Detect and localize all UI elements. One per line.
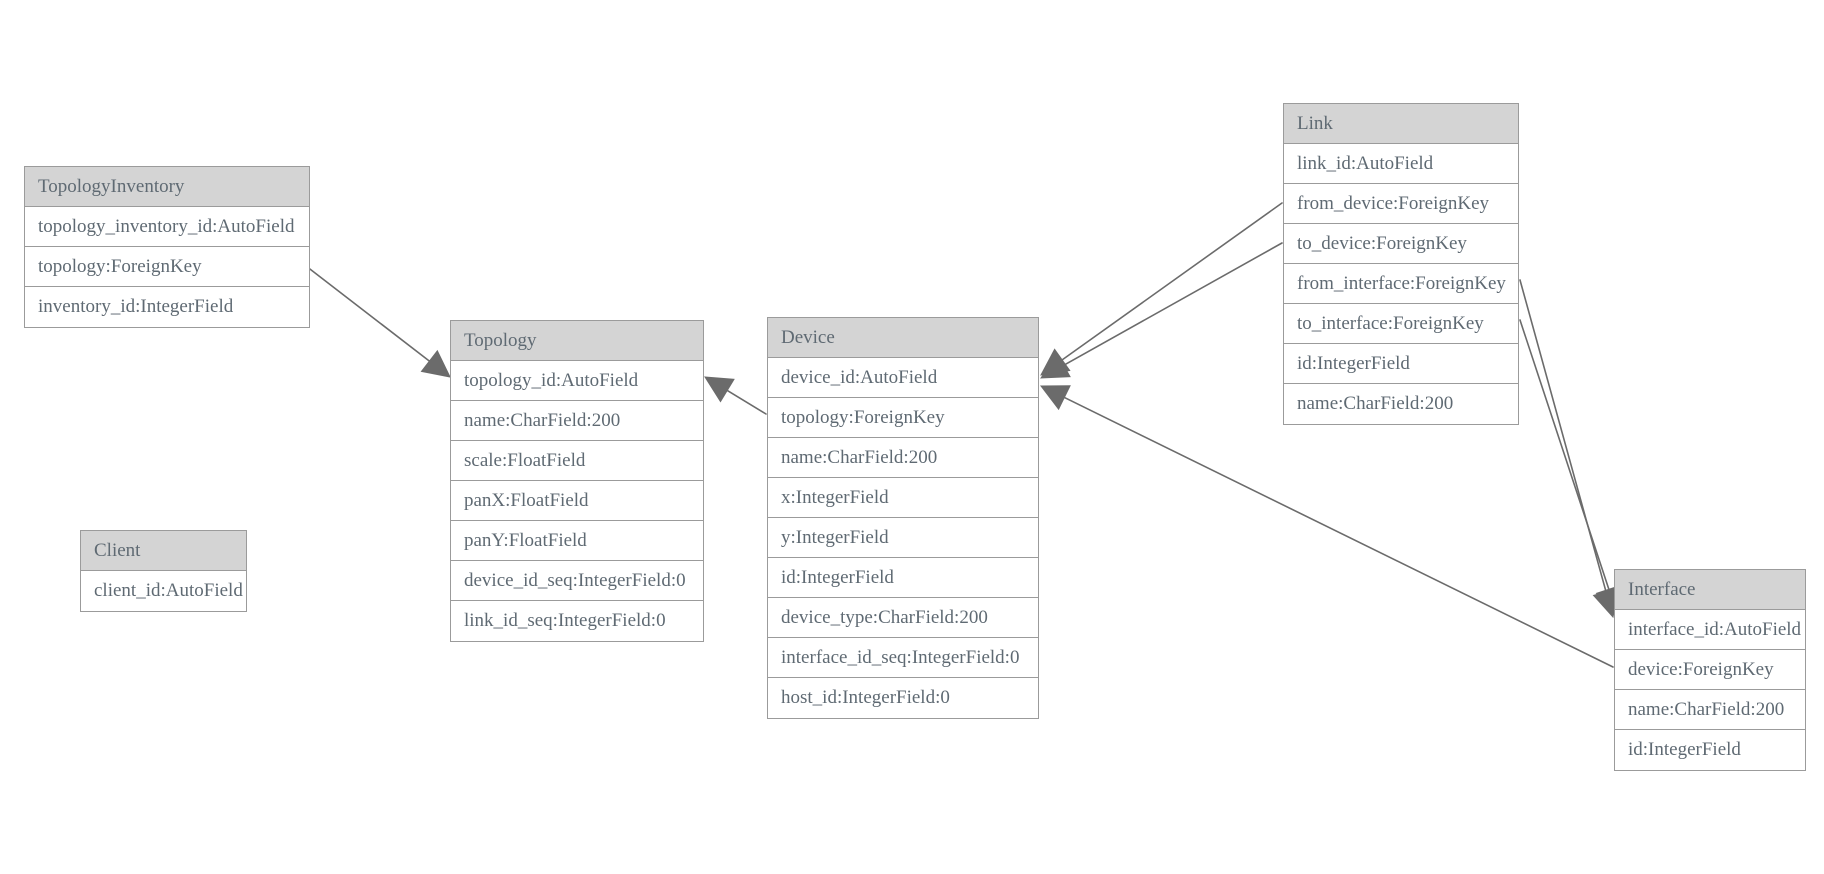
entity-field: topology_inventory_id:AutoField	[25, 207, 309, 247]
entity-field: name:CharField:200	[1615, 690, 1805, 730]
entity-field: link_id:AutoField	[1284, 144, 1518, 184]
entity-field: panX:FloatField	[451, 481, 703, 521]
entity-field: topology_id:AutoField	[451, 361, 703, 401]
rel-device-topology	[704, 376, 767, 415]
entity-field: client_id:AutoField	[81, 571, 246, 611]
entity-field: y:IntegerField	[768, 518, 1038, 558]
entity-field: to_device:ForeignKey	[1284, 224, 1518, 264]
entity-title-topology: Topology	[451, 321, 703, 361]
entity-field: x:IntegerField	[768, 478, 1038, 518]
entity-fields-client: client_id:AutoField	[81, 571, 246, 611]
entity-title-topologyinventory: TopologyInventory	[25, 167, 309, 207]
entity-title-interface: Interface	[1615, 570, 1805, 610]
rel-link-from-device	[1040, 202, 1283, 376]
entity-field: to_interface:ForeignKey	[1284, 304, 1518, 344]
entity-field: scale:FloatField	[451, 441, 703, 481]
entity-field: link_id_seq:IntegerField:0	[451, 601, 703, 641]
entity-field: from_device:ForeignKey	[1284, 184, 1518, 224]
entity-field: inventory_id:IntegerField	[25, 287, 309, 327]
entity-field: device_type:CharField:200	[768, 598, 1038, 638]
rel-interface-device	[1039, 385, 1614, 668]
rel-link-to-interface	[1519, 319, 1622, 616]
rel-topologyinventory-topology	[305, 265, 451, 378]
entity-field: interface_id_seq:IntegerField:0	[768, 638, 1038, 678]
entity-title-device: Device	[768, 318, 1038, 358]
entity-field: device:ForeignKey	[1615, 650, 1805, 690]
entity-field: device_id:AutoField	[768, 358, 1038, 398]
entity-field: id:IntegerField	[768, 558, 1038, 598]
entity-field: topology:ForeignKey	[768, 398, 1038, 438]
rel-link-to-device	[1040, 242, 1283, 379]
entity-field: id:IntegerField	[1615, 730, 1805, 770]
entity-field: panY:FloatField	[451, 521, 703, 561]
entity-field: name:CharField:200	[768, 438, 1038, 478]
entity-title-client: Client	[81, 531, 246, 571]
entity-field: name:CharField:200	[451, 401, 703, 441]
entity-field: device_id_seq:IntegerField:0	[451, 561, 703, 601]
entity-field: name:CharField:200	[1284, 384, 1518, 424]
entity-field: topology:ForeignKey	[25, 247, 309, 287]
entity-field: from_interface:ForeignKey	[1284, 264, 1518, 304]
entity-field: id:IntegerField	[1284, 344, 1518, 384]
rel-link-from-interface	[1519, 279, 1620, 619]
entity-title-link: Link	[1284, 104, 1518, 144]
entity-field: interface_id:AutoField	[1615, 610, 1805, 650]
entity-field: host_id:IntegerField:0	[768, 678, 1038, 718]
